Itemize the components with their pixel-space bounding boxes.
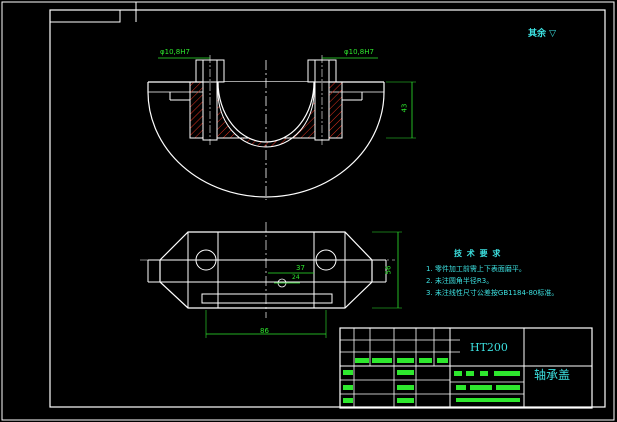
tech-req-title: 技 术 要 求 [454,249,502,258]
offset-dim-37: 37 [296,264,305,272]
plan-view [140,222,402,338]
front-view [147,55,416,200]
title-block [339,327,593,409]
code-box [49,9,121,23]
material-label: HT200 [470,341,508,354]
section-hatch [189,81,343,148]
width-dim: 86 [260,327,269,335]
tech-req-item-1: 1. 零件加工前需上下表面磨平。 [426,265,526,273]
tech-req-item-3: 3. 未注线性尺寸公差按GB1184-80标准。 [426,289,559,297]
hole-dim-right: φ10,8H7 [344,48,374,56]
surface-note-label: 其余 [528,29,547,39]
height-dim: 43 [400,103,409,113]
hole-dim-left: φ10,8H7 [160,48,190,56]
tech-req-item-2: 2. 未注圆角半径R3。 [426,277,494,285]
offset-dim-24: 24 [292,274,300,281]
part-name: 轴承盖 [534,368,571,382]
inner-frame [49,9,606,408]
surface-symbol-icon: ▽ [549,29,557,39]
surface-note: 其余 ▽ [528,26,556,39]
side-dim: 56 [384,265,393,275]
